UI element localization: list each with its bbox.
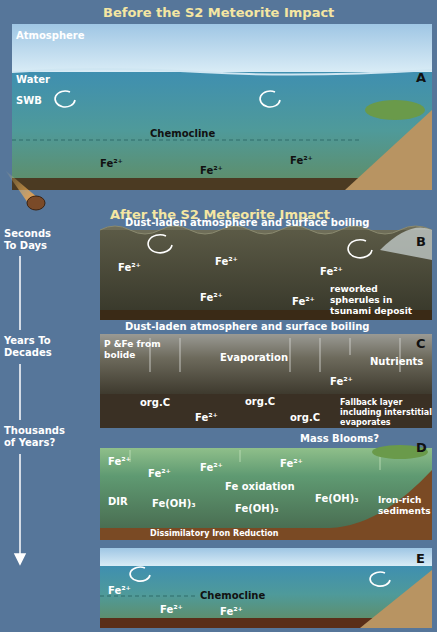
panel-letter: D bbox=[416, 440, 427, 455]
label: Chemocline bbox=[150, 128, 215, 140]
label: Years To Decades bbox=[4, 335, 54, 359]
label: Fe²⁺ bbox=[220, 606, 243, 618]
label: Nutrients bbox=[370, 356, 423, 368]
label: Fe²⁺ bbox=[280, 458, 303, 470]
label: reworked spherules in tsunami deposit bbox=[330, 284, 430, 317]
label: Thousands of Years? bbox=[4, 425, 60, 449]
label: Atmosphere bbox=[16, 30, 85, 42]
label: Fe(OH)₃ bbox=[152, 498, 196, 510]
panel-letter: E bbox=[416, 551, 425, 566]
label: Fe²⁺ bbox=[118, 262, 141, 274]
label: Fe²⁺ bbox=[108, 456, 131, 468]
label: Iron-rich sediments bbox=[378, 495, 430, 517]
heading: Before the S2 Meteorite Impact bbox=[103, 5, 334, 20]
label: P &Fe from bolide bbox=[104, 339, 166, 361]
panel-letter: A bbox=[416, 70, 426, 85]
label: org.C bbox=[245, 396, 275, 408]
label: Fe²⁺ bbox=[292, 296, 315, 308]
label: Mass Blooms? bbox=[300, 433, 379, 445]
label: Fe²⁺ bbox=[330, 376, 353, 388]
label: Seconds To Days bbox=[4, 228, 54, 252]
label: Dust-laden atmosphere and surface boilin… bbox=[125, 217, 369, 229]
label: Fe²⁺ bbox=[108, 585, 131, 597]
label: SWB bbox=[16, 95, 42, 107]
panel-letter: B bbox=[416, 234, 426, 249]
label: Fe²⁺ bbox=[160, 604, 183, 616]
label: Fe(OH)₃ bbox=[235, 503, 279, 515]
label: Fe oxidation bbox=[225, 481, 295, 493]
label: Fe²⁺ bbox=[215, 256, 238, 268]
label: Dissimilatory Iron Reduction bbox=[150, 529, 279, 539]
label: DIR bbox=[108, 496, 128, 508]
label: Evaporation bbox=[220, 352, 288, 364]
label: Fe²⁺ bbox=[100, 158, 123, 170]
label: Fe²⁺ bbox=[200, 462, 223, 474]
label: Chemocline bbox=[200, 590, 265, 602]
label: Fe²⁺ bbox=[148, 468, 171, 480]
label: Fe²⁺ bbox=[290, 155, 313, 167]
label: Fe²⁺ bbox=[320, 266, 343, 278]
label: Fallback layer including interstitial ev… bbox=[340, 398, 432, 428]
label: Water bbox=[16, 74, 50, 86]
label: Fe²⁺ bbox=[195, 412, 218, 424]
panel-letter: C bbox=[416, 336, 426, 351]
label: org.C bbox=[290, 412, 320, 424]
label: Dust-laden atmosphere and surface boilin… bbox=[125, 321, 369, 333]
label: Fe²⁺ bbox=[200, 292, 223, 304]
label: Fe(OH)₃ bbox=[315, 493, 359, 505]
label: org.C bbox=[140, 397, 170, 409]
label: Fe²⁺ bbox=[200, 165, 223, 177]
